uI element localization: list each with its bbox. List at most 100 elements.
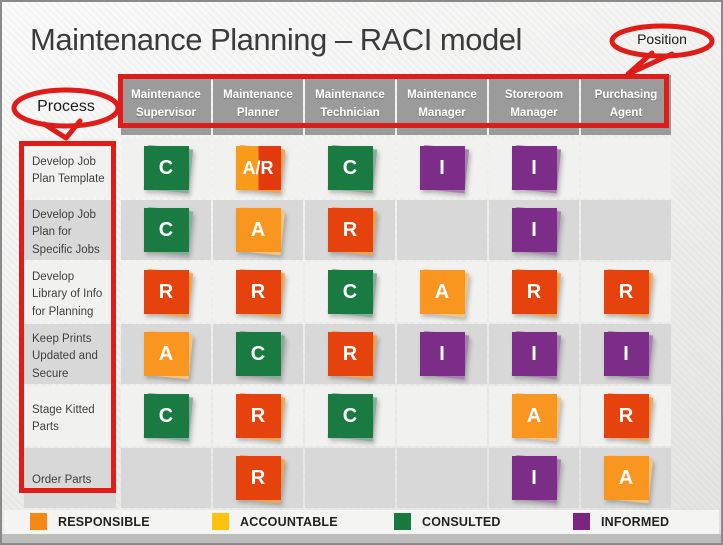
legend-color-swatch (30, 513, 47, 530)
process-row-label: Order Parts (24, 448, 116, 508)
raci-square: C (143, 146, 189, 190)
page-title: Maintenance Planning – RACI model (30, 22, 522, 57)
raci-letter: R (511, 270, 557, 314)
process-callout-oval-icon (11, 87, 121, 141)
raci-cell (581, 200, 671, 260)
raci-square: I (511, 456, 557, 500)
process-rows-outline (19, 141, 116, 493)
raci-cell: R (581, 386, 671, 446)
raci-square: C (327, 146, 373, 190)
raci-cell: I (489, 448, 579, 508)
legend-label: INFORMED (601, 514, 670, 529)
raci-letter: R (235, 456, 281, 500)
raci-cell: A (213, 200, 303, 260)
raci-cell: C (121, 200, 211, 260)
raci-square: R (143, 270, 189, 314)
legend: RESPONSIBLE ACCOUNTABLE CONSULTED INFORMED (2, 513, 721, 533)
legend-label: ACCOUNTABLE (240, 514, 338, 529)
raci-letter: R (143, 270, 189, 314)
raci-letter: R (603, 394, 649, 438)
raci-square: R (327, 332, 373, 376)
process-callout-label: Process (37, 98, 95, 115)
raci-cell: A (489, 386, 579, 446)
raci-letter: A (235, 208, 281, 252)
raci-letter: I (419, 332, 465, 376)
raci-cell: A (397, 262, 487, 322)
legend-label: CONSULTED (422, 514, 501, 529)
raci-square: A (143, 332, 189, 376)
raci-square: A (419, 270, 465, 314)
raci-cell: I (397, 324, 487, 384)
raci-square: I (511, 208, 557, 252)
process-row-label: Keep Prints Updated and Secure (24, 324, 116, 384)
process-row-label: Develop Job Plan Template (24, 138, 116, 198)
raci-square: I (419, 146, 465, 190)
legend-item: RESPONSIBLE (30, 513, 150, 530)
raci-letter: I (603, 332, 649, 376)
raci-letter: C (143, 394, 189, 438)
raci-cell (397, 200, 487, 260)
raci-cell: I (397, 138, 487, 198)
raci-cell: R (213, 448, 303, 508)
raci-square: C (143, 394, 189, 438)
raci-letter: A (511, 394, 557, 438)
raci-cell: R (305, 200, 395, 260)
raci-cell (581, 138, 671, 198)
raci-square: A (603, 456, 649, 500)
raci-letter: A/R (235, 146, 281, 190)
raci-cell (397, 448, 487, 508)
raci-cell: R (489, 262, 579, 322)
position-callout-oval-icon (609, 23, 715, 77)
raci-letter: I (511, 332, 557, 376)
raci-square: R (235, 270, 281, 314)
raci-letter: I (419, 146, 465, 190)
position-callout-label: Position (637, 31, 687, 47)
legend-label: RESPONSIBLE (58, 514, 150, 529)
raci-cell: R (305, 324, 395, 384)
raci-cell: R (213, 386, 303, 446)
legend-item: CONSULTED (394, 513, 501, 530)
raci-letter: C (327, 394, 373, 438)
raci-square: I (419, 332, 465, 376)
process-row-label: Develop Job Plan for Specific Jobs (24, 200, 116, 260)
raci-cell: A (121, 324, 211, 384)
raci-square: C (327, 394, 373, 438)
raci-square: C (143, 208, 189, 252)
raci-letter: R (327, 332, 373, 376)
raci-square: I (511, 332, 557, 376)
raci-letter: R (235, 394, 281, 438)
raci-square: C (327, 270, 373, 314)
raci-square: A (511, 394, 557, 438)
raci-cell: C (213, 324, 303, 384)
raci-cell: C (305, 386, 395, 446)
raci-square: R (235, 394, 281, 438)
raci-cell: R (121, 262, 211, 322)
raci-letter: C (327, 146, 373, 190)
legend-color-swatch (212, 513, 229, 530)
raci-square: A (235, 208, 281, 252)
raci-letter: C (235, 332, 281, 376)
legend-color-swatch (394, 513, 411, 530)
position-columns-outline (118, 74, 669, 128)
raci-cell: I (489, 200, 579, 260)
raci-cell: I (489, 324, 579, 384)
process-row-label: Stage Kitted Parts (24, 386, 116, 446)
raci-cell: I (581, 324, 671, 384)
raci-cell (397, 386, 487, 446)
raci-square: I (511, 146, 557, 190)
raci-letter: R (327, 208, 373, 252)
bottom-shadow-band (2, 534, 721, 543)
raci-cell: C (121, 386, 211, 446)
raci-letter: R (235, 270, 281, 314)
position-callout: Position (608, 23, 716, 78)
raci-cell: A/R (213, 138, 303, 198)
raci-cell: C (305, 262, 395, 322)
raci-letter: I (511, 146, 557, 190)
raci-square: R (511, 270, 557, 314)
raci-square: R (603, 394, 649, 438)
raci-cell: R (581, 262, 671, 322)
raci-square: R (235, 456, 281, 500)
raci-cell: C (121, 138, 211, 198)
